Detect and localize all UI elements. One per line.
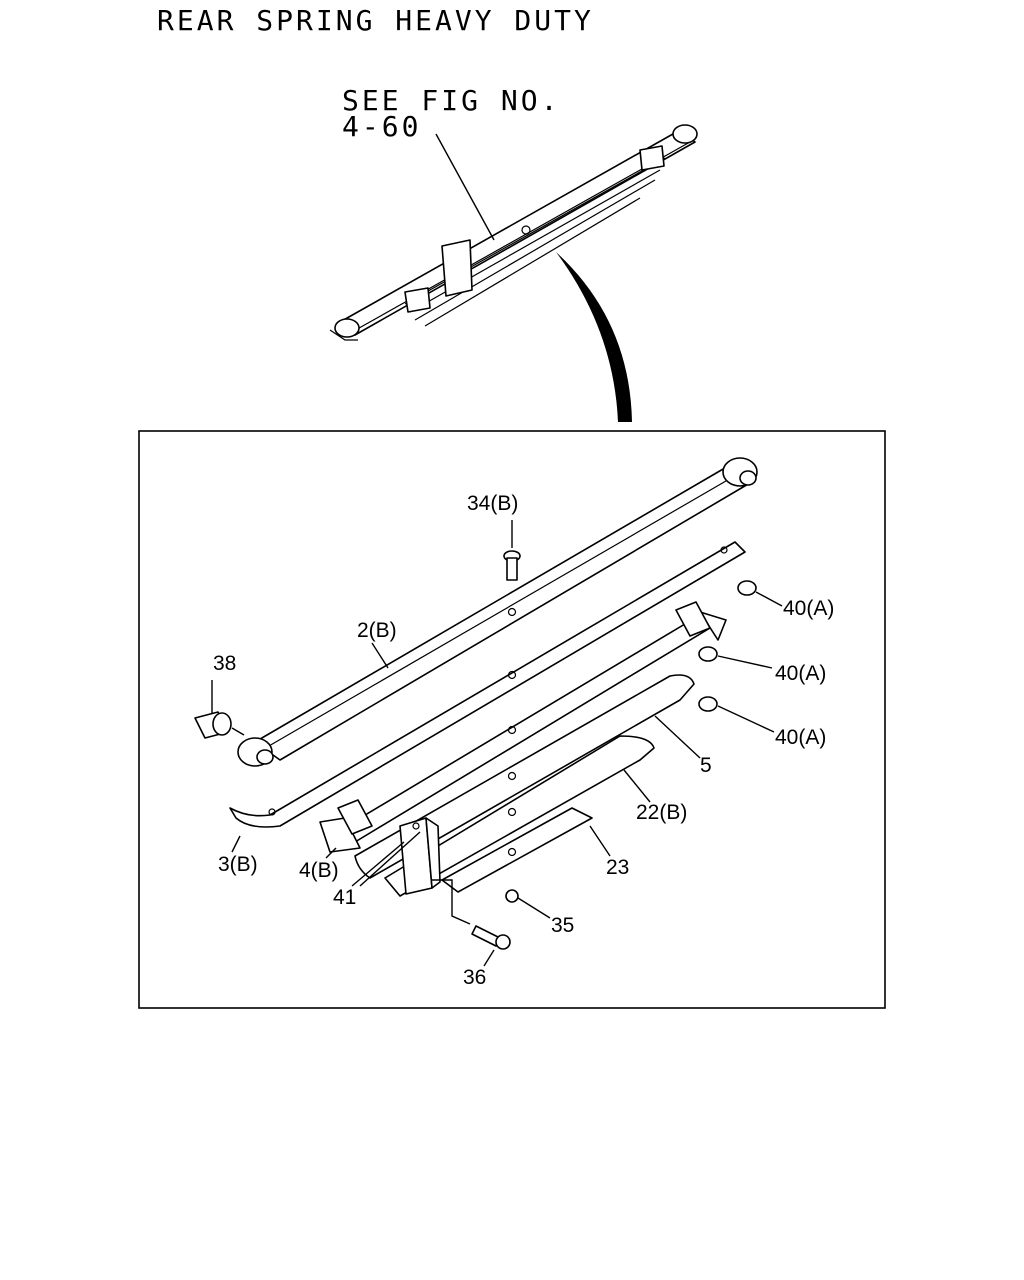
leader-lines	[211, 520, 783, 967]
callout-2b: 2(B)	[357, 619, 397, 642]
callout-4b: 4(B)	[299, 859, 339, 882]
pad-40a-3	[698, 696, 718, 712]
callout-36: 36	[463, 966, 486, 989]
callout-23: 23	[606, 856, 629, 879]
detail-frame	[138, 430, 886, 1009]
leaf-5	[354, 674, 695, 879]
detail-arrow	[556, 252, 632, 422]
bolt-36	[471, 925, 511, 950]
pad-40a-1	[737, 580, 757, 596]
bolt-34b	[503, 550, 521, 581]
figure-reference: SEE FIG NO. 4-60	[342, 84, 561, 143]
callout-41: 41	[333, 886, 356, 909]
callout-40a-2: 40(A)	[775, 662, 826, 685]
figure-reference-line1: SEE FIG NO.	[342, 84, 561, 117]
callout-35: 35	[551, 914, 574, 937]
leaf-22b	[384, 735, 655, 897]
figure-reference-line2: 4-60	[342, 110, 422, 143]
leaf-4b	[319, 601, 727, 853]
clip-41	[399, 817, 441, 895]
callout-38: 38	[213, 652, 236, 675]
callout-34b: 34(B)	[467, 492, 518, 515]
reference-leader-line	[435, 133, 495, 241]
callout-5: 5	[700, 754, 712, 777]
leaf-3b	[229, 541, 746, 828]
callout-40a-1: 40(A)	[783, 597, 834, 620]
diagram-title: REAR SPRING HEAVY DUTY	[157, 4, 594, 37]
nut-35	[505, 889, 519, 903]
callout-40a-3: 40(A)	[775, 726, 826, 749]
main-leaf-2b	[237, 457, 758, 767]
assembled-spring-illustration	[329, 124, 698, 341]
bushing-38	[194, 711, 232, 739]
pad-40a-2	[698, 646, 718, 662]
callout-3b: 3(B)	[218, 853, 258, 876]
callout-22b: 22(B)	[636, 801, 687, 824]
